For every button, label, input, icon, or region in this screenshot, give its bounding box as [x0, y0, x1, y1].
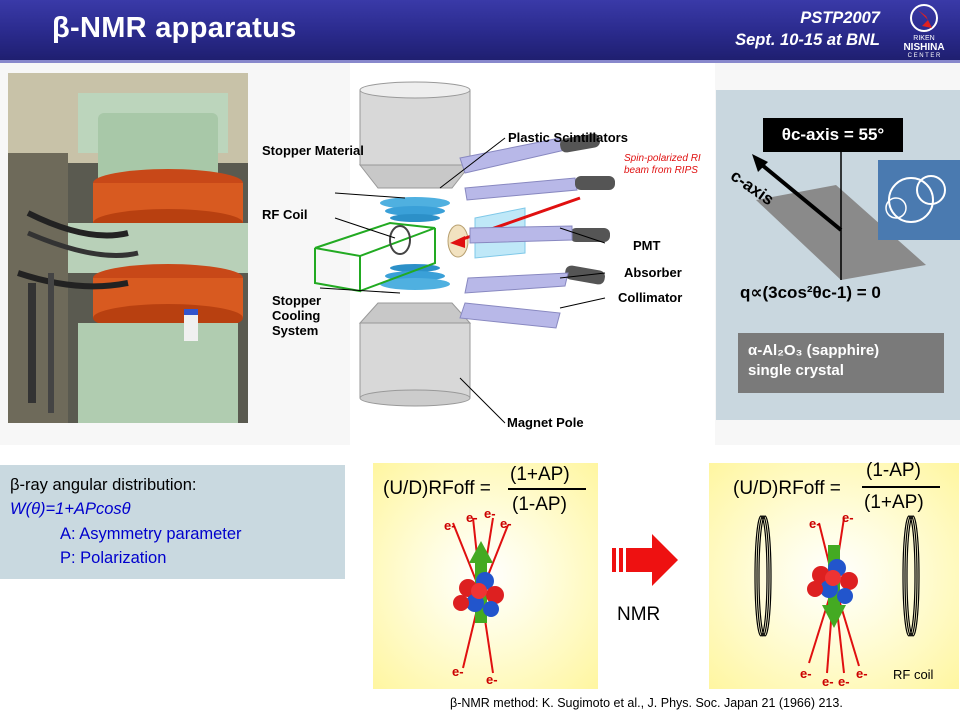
electron-label: e-: [486, 672, 498, 687]
electron-label: e-: [822, 674, 834, 689]
conference-dates: Sept. 10-15 at BNL: [735, 31, 880, 49]
left-fraction-bar: [508, 488, 586, 490]
electron-label: e-: [838, 674, 850, 689]
electron-label: e-: [452, 664, 464, 679]
quadrupole-equation: q∝(3cos²θc-1) = 0: [740, 283, 881, 302]
slide-title: β-NMR apparatus: [52, 12, 297, 44]
header-divider: [0, 60, 960, 63]
conference-info: PSTP2007 Sept. 10-15 at BNL: [735, 7, 880, 51]
label-collimator: Collimator: [618, 290, 683, 305]
label-stopper-material: Stopper Material: [262, 143, 364, 158]
right-ratio-lhs: (U/D)RFoff =: [733, 478, 841, 499]
distribution-formula: W(θ)=1+APcosθ: [10, 500, 131, 518]
nucleus-diagram-rf-on: [709, 463, 959, 689]
asymmetry-definition: A: Asymmetry parameter: [60, 525, 242, 543]
beta-distribution-box: β-ray angular distribution: W(θ)=1+APcos…: [0, 465, 345, 579]
sapphire-line1: α-Al₂O₃ (sapphire): [748, 342, 880, 359]
label-rf-coil: RF Coil: [262, 207, 308, 222]
label-plastic-scintillators: Plastic Scintillators: [508, 130, 628, 145]
sapphire-label: α-Al₂O₃ (sapphire) single crystal: [738, 333, 944, 393]
right-numerator: (1-AP): [866, 460, 921, 481]
apparatus-schematic: [260, 78, 680, 438]
rf-coil-label: RF coil: [893, 667, 934, 682]
right-fraction-bar: [862, 486, 940, 488]
svg-text:NISHINA: NISHINA: [903, 42, 944, 53]
label-spin-polarized: Spin-polarized RI beam from RIPS: [624, 153, 701, 176]
theta-label: θc-axis = 55°: [763, 118, 903, 152]
left-denominator: (1-AP): [512, 494, 567, 515]
electron-label: e-: [500, 516, 512, 531]
citation: β-NMR method: K. Sugimoto et al., J. Phy…: [450, 696, 843, 710]
label-stopper-cooling: Stopper Cooling System: [272, 293, 322, 338]
label-pmt: PMT: [633, 238, 661, 253]
nishina-logo: RIKEN NISHINA C E N T E R: [894, 2, 954, 59]
conference-name: PSTP2007: [800, 9, 880, 27]
svg-text:RIKEN: RIKEN: [913, 35, 934, 42]
right-denominator: (1+AP): [864, 492, 924, 513]
label-absorber: Absorber: [624, 265, 682, 280]
nucleus-diagram-rf-off: [373, 463, 598, 689]
sapphire-line2: single crystal: [748, 362, 844, 379]
apparatus-photo: [8, 73, 248, 423]
electron-label: e-: [842, 510, 854, 525]
label-magnet-pole: Magnet Pole: [507, 415, 584, 430]
electron-label: e-: [856, 666, 868, 681]
left-numerator: (1+AP): [510, 464, 570, 485]
left-ratio-lhs: (U/D)RFoff =: [383, 478, 491, 499]
electron-label: e-: [800, 666, 812, 681]
nmr-label: NMR: [617, 604, 661, 625]
distribution-heading: β-ray angular distribution:: [10, 476, 197, 494]
nmr-arrow: [612, 530, 682, 595]
electron-label: e-: [484, 506, 496, 521]
polarization-definition: P: Polarization: [60, 549, 167, 567]
svg-text:C E N T E R: C E N T E R: [908, 53, 941, 58]
electron-label: e-: [466, 510, 478, 525]
header-bar: [0, 0, 960, 60]
electron-label: e-: [444, 518, 456, 533]
electron-label: e-: [809, 516, 821, 531]
